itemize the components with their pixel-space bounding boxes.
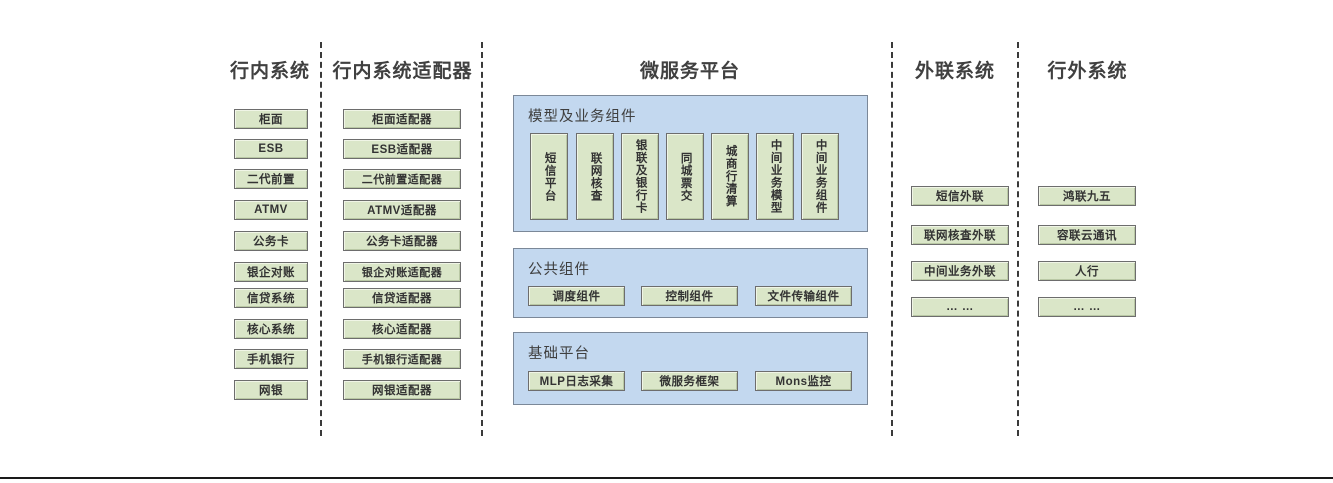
column-title-external-link-systems: 外联系统 — [914, 61, 995, 82]
list-item[interactable]: 柜面适配器 — [343, 109, 461, 129]
list-item[interactable]: 联网核查 — [576, 133, 614, 220]
list-item[interactable]: ESB适配器 — [343, 139, 461, 159]
list-item[interactable]: 二代前置适配器 — [343, 169, 461, 189]
list-item[interactable]: 中间业务组件 — [801, 133, 839, 220]
list-item-label: 中间业务组件 — [814, 139, 827, 214]
list-item-label: 联网核查 — [589, 151, 602, 202]
list-item-label: 同城票交 — [679, 151, 692, 202]
list-item[interactable]: 银企对账 — [234, 262, 308, 282]
list-item[interactable]: … … — [1038, 297, 1136, 317]
column-title-outside-bank-systems: 行外系统 — [1047, 61, 1128, 82]
panel-common-components: 公共组件 — [513, 248, 868, 318]
list-item[interactable]: … … — [911, 297, 1009, 317]
divider-2 — [481, 42, 483, 436]
list-item[interactable]: 微服务框架 — [641, 371, 738, 391]
divider-4 — [1017, 42, 1019, 436]
panel-base-platform: 基础平台 — [513, 332, 868, 405]
list-item[interactable]: 调度组件 — [528, 286, 625, 306]
list-item[interactable]: 中间业务模型 — [756, 133, 794, 220]
list-item[interactable]: 联网核查外联 — [911, 225, 1009, 245]
list-item[interactable]: 中间业务外联 — [911, 261, 1009, 281]
column-title-internal-systems: 行内系统 — [229, 61, 310, 82]
list-item[interactable]: ESB — [234, 139, 308, 159]
list-item[interactable]: ATMV适配器 — [343, 200, 461, 220]
list-item[interactable]: 人行 — [1038, 261, 1136, 281]
list-item[interactable]: 容联云通讯 — [1038, 225, 1136, 245]
panel-title: 模型及业务组件 — [528, 109, 637, 125]
list-item[interactable]: 短信外联 — [911, 186, 1009, 206]
list-item-label: 短信平台 — [543, 151, 556, 202]
divider-3 — [891, 42, 893, 436]
list-item[interactable]: 公务卡适配器 — [343, 231, 461, 251]
list-item[interactable]: 城商行清算 — [711, 133, 749, 220]
list-item[interactable]: 网银 — [234, 380, 308, 400]
bottom-separator — [0, 477, 1333, 479]
column-title-microservice-platform: 微服务平台 — [639, 61, 740, 82]
list-item[interactable]: 控制组件 — [641, 286, 738, 306]
list-item[interactable]: ATMV — [234, 200, 308, 220]
list-item[interactable]: 手机银行适配器 — [343, 349, 461, 369]
list-item[interactable]: 同城票交 — [666, 133, 704, 220]
list-item[interactable]: 鸿联九五 — [1038, 186, 1136, 206]
list-item[interactable]: 二代前置 — [234, 169, 308, 189]
column-title-internal-adapters: 行内系统适配器 — [332, 61, 473, 82]
panel-title: 公共组件 — [528, 262, 590, 278]
list-item[interactable]: 文件传输组件 — [755, 286, 852, 306]
list-item[interactable]: 核心系统 — [234, 319, 308, 339]
list-item[interactable]: 短信平台 — [530, 133, 568, 220]
list-item[interactable]: 网银适配器 — [343, 380, 461, 400]
list-item[interactable]: 公务卡 — [234, 231, 308, 251]
list-item[interactable]: 信贷系统 — [234, 288, 308, 308]
list-item[interactable]: 核心适配器 — [343, 319, 461, 339]
list-item[interactable]: Mons监控 — [755, 371, 852, 391]
list-item[interactable]: 手机银行 — [234, 349, 308, 369]
list-item[interactable]: MLP日志采集 — [528, 371, 625, 391]
list-item-label: 中间业务模型 — [769, 139, 782, 214]
list-item[interactable]: 信贷适配器 — [343, 288, 461, 308]
panel-title: 基础平台 — [528, 346, 590, 362]
list-item-label: 城商行清算 — [724, 145, 737, 208]
list-item[interactable]: 银联及银行卡 — [621, 133, 659, 220]
divider-1 — [320, 42, 322, 436]
list-item[interactable]: 柜面 — [234, 109, 308, 129]
list-item[interactable]: 银企对账适配器 — [343, 262, 461, 282]
list-item-label: 银联及银行卡 — [634, 139, 647, 214]
